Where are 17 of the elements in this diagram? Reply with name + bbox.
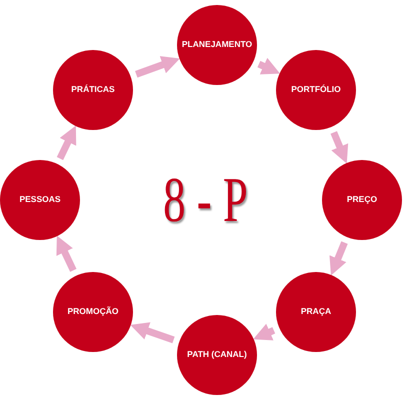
arrow [329, 241, 348, 276]
stage-circle: PORTFÓLIO [276, 50, 356, 130]
arrow [330, 131, 348, 164]
arrow [253, 324, 276, 340]
arrow [135, 56, 180, 78]
center-title: 8 - P [162, 163, 248, 237]
stage-circle: PRAÇA [276, 272, 356, 352]
arrow [56, 126, 76, 160]
stage-circle: PESSOAS [0, 160, 80, 240]
stage-circle: PATH (CANAL) [177, 315, 257, 395]
arrow [56, 236, 76, 272]
arrow [257, 58, 280, 74]
arrow [130, 322, 175, 344]
stage-circle: PLANEJAMENTO [177, 5, 257, 85]
stage-circle: PROMOÇÃO [53, 272, 133, 352]
stage-circle: PREÇO [322, 160, 402, 240]
stage-circle: PRÁTICAS [53, 50, 133, 130]
